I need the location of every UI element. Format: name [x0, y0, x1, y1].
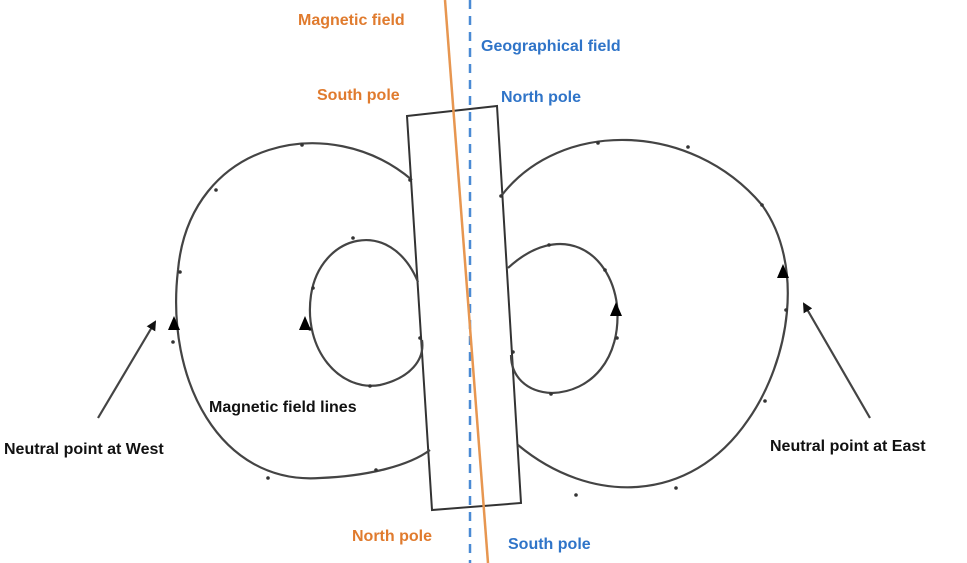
field-lines-label: Magnetic field lines: [209, 399, 357, 416]
arrowhead-up-icon: [777, 264, 789, 278]
magnet-top-south-pole-label: South pole: [317, 87, 400, 104]
neutral-east-label: Neutral point at East: [770, 438, 926, 455]
field-line-inner-left: [308, 239, 424, 387]
neutral-east-arrow-icon: [802, 302, 871, 419]
magnetic-field-label: Magnetic field: [298, 12, 405, 29]
geographical-field-label: Geographical field: [481, 38, 621, 55]
neutral-west-arrow-icon: [97, 320, 157, 419]
magnetic-meridian-line: [443, 0, 490, 563]
magnet-bottom-south-pole-label: South pole: [508, 536, 591, 553]
field-line-outer-left: [175, 142, 431, 480]
magnet-top-north-pole-label: North pole: [501, 89, 581, 106]
arrowhead-up-icon: [168, 316, 180, 330]
field-line-inner-right: [507, 242, 619, 395]
arrowhead-up-icon: [610, 302, 622, 316]
arrowhead-up-icon: [299, 316, 311, 330]
magnet-bottom-north-pole-label: North pole: [352, 528, 432, 545]
bar-magnet: [405, 104, 523, 512]
field-line-outer-right: [501, 138, 789, 489]
neutral-west-label: Neutral point at West: [4, 441, 164, 458]
